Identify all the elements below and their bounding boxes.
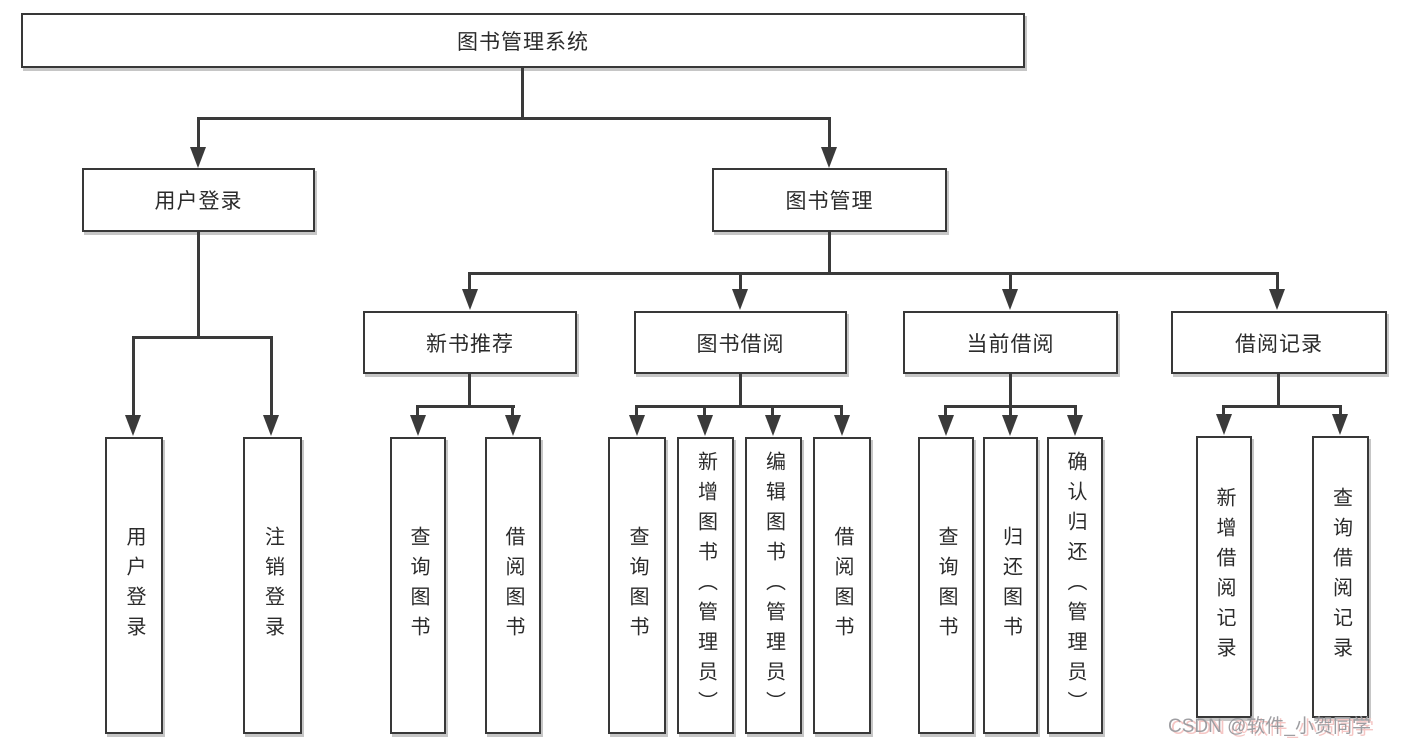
line — [468, 275, 471, 290]
leaf-cb-return-books: 归还图书 — [983, 437, 1038, 734]
arrowhead — [629, 415, 645, 436]
line — [828, 232, 831, 272]
line — [771, 408, 774, 416]
line — [739, 275, 742, 290]
leaf-bb-query-books: 查询图书 — [608, 437, 666, 734]
leaf-cb-confirm-return-admin-label: 确认归还（管理员） — [1064, 450, 1086, 721]
node-borrow-records-label: 借阅记录 — [1235, 332, 1323, 356]
leaf-user-login: 用户登录 — [105, 437, 163, 734]
arrowhead — [1216, 414, 1232, 435]
arrowhead — [821, 147, 837, 168]
leaf-bb-query-books-label: 查询图书 — [626, 525, 648, 646]
node-book-management: 图书管理 — [712, 168, 947, 232]
line — [1074, 408, 1077, 416]
leaf-logout-label: 注销登录 — [261, 525, 284, 646]
arrowhead — [125, 415, 141, 436]
leaf-br-add-record-label: 新增借阅记录 — [1213, 487, 1235, 667]
line — [703, 408, 706, 416]
leaf-cb-query-books-label: 查询图书 — [935, 525, 957, 646]
line — [1276, 275, 1279, 290]
node-user-login: 用户登录 — [82, 168, 315, 232]
line — [1339, 408, 1342, 415]
line — [1222, 405, 1342, 408]
leaf-bb-borrow-books-label: 借阅图书 — [831, 525, 853, 646]
line — [635, 405, 843, 408]
arrowhead — [834, 415, 850, 436]
line — [739, 374, 742, 405]
arrowhead — [1269, 289, 1285, 310]
leaf-bb-edit-books-admin: 编辑图书（管理员） — [745, 437, 802, 734]
node-current-borrowing: 当前借阅 — [903, 311, 1118, 374]
line — [197, 120, 200, 148]
line — [511, 408, 514, 416]
line — [132, 336, 273, 339]
line — [828, 120, 831, 148]
leaf-br-query-record-label: 查询借阅记录 — [1329, 487, 1352, 667]
node-root-label: 图书管理系统 — [457, 30, 589, 54]
leaf-br-add-record: 新增借阅记录 — [1196, 436, 1252, 718]
arrowhead — [462, 289, 478, 310]
node-book-borrowing: 图书借阅 — [634, 311, 847, 374]
leaf-user-login-label: 用户登录 — [123, 525, 145, 646]
line — [1009, 374, 1012, 405]
line — [416, 405, 515, 408]
arrowhead — [697, 415, 713, 436]
leaf-bb-edit-books-admin-label: 编辑图书（管理员） — [762, 450, 785, 721]
line — [521, 68, 524, 117]
line — [132, 339, 135, 415]
leaf-nb-borrow-books: 借阅图书 — [485, 437, 541, 734]
arrowhead — [938, 415, 954, 436]
leaf-nb-query-books: 查询图书 — [390, 437, 446, 734]
node-new-book-recommend: 新书推荐 — [363, 311, 577, 374]
node-user-login-label: 用户登录 — [154, 190, 243, 213]
leaf-bb-add-books-admin: 新增图书（管理员） — [677, 437, 734, 734]
line — [1009, 408, 1012, 416]
node-root: 图书管理系统 — [21, 13, 1025, 68]
line — [840, 408, 843, 416]
node-book-borrowing-label: 图书借阅 — [696, 332, 785, 356]
leaf-logout: 注销登录 — [243, 437, 302, 734]
csdn-watermark: CSDN @软件_小贺同学 — [1168, 716, 1371, 737]
line — [270, 339, 273, 415]
node-book-management-label: 图书管理 — [785, 190, 874, 213]
arrowhead — [765, 415, 781, 436]
line — [635, 408, 638, 416]
line — [468, 374, 471, 405]
leaf-nb-borrow-books-label: 借阅图书 — [502, 525, 524, 646]
arrowhead — [1332, 414, 1348, 435]
line — [1277, 374, 1280, 405]
line — [197, 117, 831, 120]
arrowhead — [1002, 289, 1018, 310]
arrowhead — [732, 289, 748, 310]
arrowhead — [1002, 415, 1018, 436]
line — [416, 408, 419, 416]
line — [944, 408, 947, 416]
line — [1222, 408, 1225, 415]
leaf-bb-borrow-books: 借阅图书 — [813, 437, 871, 734]
node-borrow-records: 借阅记录 — [1171, 311, 1387, 374]
arrowhead — [410, 415, 426, 436]
arrowhead — [1067, 415, 1083, 436]
leaf-nb-query-books-label: 查询图书 — [407, 525, 429, 646]
leaf-cb-confirm-return-admin: 确认归还（管理员） — [1047, 437, 1103, 734]
node-current-borrowing-label: 当前借阅 — [966, 332, 1055, 356]
line — [197, 232, 200, 336]
line — [1009, 275, 1012, 290]
leaf-cb-return-books-label: 归还图书 — [999, 525, 1022, 646]
leaf-cb-query-books: 查询图书 — [918, 437, 974, 734]
line — [944, 405, 1077, 408]
leaf-bb-add-books-admin-label: 新增图书（管理员） — [694, 450, 717, 721]
arrowhead — [505, 415, 521, 436]
arrowhead — [263, 415, 279, 436]
line — [468, 272, 1279, 275]
arrowhead — [190, 147, 206, 168]
leaf-br-query-record: 查询借阅记录 — [1312, 436, 1369, 718]
node-new-book-recommend-label: 新书推荐 — [426, 332, 514, 356]
